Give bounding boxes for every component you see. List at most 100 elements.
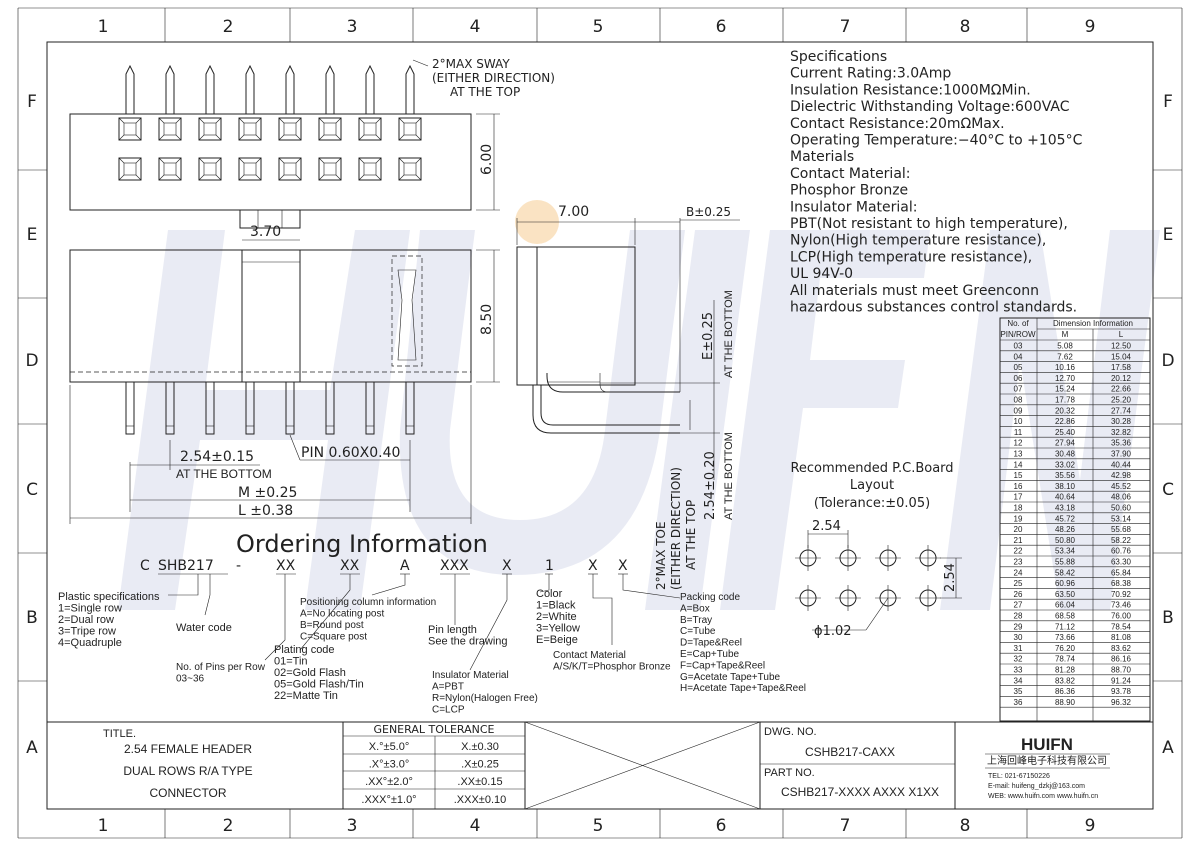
watermark <box>118 200 1160 610</box>
table-cell-l: 88.70 <box>1111 666 1132 675</box>
table-cell-pins: 30 <box>1014 633 1023 642</box>
dim-b: B±0.25 <box>686 205 731 219</box>
ordering-color-line: 2=White <box>536 611 577 623</box>
table-header-m: M <box>1062 330 1069 339</box>
table-cell-m: 10.16 <box>1055 363 1076 372</box>
pcb-hole-mark <box>875 545 901 571</box>
toe-note-1: 2°MAX TOE <box>654 521 668 590</box>
dim-e: E±0.25 <box>701 312 716 360</box>
table-cell-m: 5.08 <box>1057 342 1073 351</box>
column-label-bottom-1: 1 <box>98 816 109 836</box>
table-cell-pins: 03 <box>1014 342 1023 351</box>
table-cell-l: 60.76 <box>1111 547 1132 556</box>
pcb-title-2: Layout <box>850 478 894 493</box>
table-cell-pins: 19 <box>1014 514 1023 523</box>
ordering-plastic-line: 2=Dual row <box>58 614 114 626</box>
row-label-right-D: D <box>1161 351 1174 371</box>
toe-note-3: AT THE TOP <box>684 500 698 570</box>
border-frame <box>17 7 1183 839</box>
tolerance-angle: X.°±5.0° <box>369 741 410 753</box>
table-cell-pins: 09 <box>1014 406 1023 415</box>
dim-pitch-side-note: AT THE BOTTOM <box>723 432 735 520</box>
ordering-plastic-line: 4=Quadruple <box>58 637 122 649</box>
pcb-title-1: Recommended P.C.Board <box>790 461 953 476</box>
table-header-pinrow: PIN/ROW <box>1000 330 1036 339</box>
pin-size: PIN 0.60X0.40 <box>301 445 400 461</box>
row-label-right-A: A <box>1162 738 1174 758</box>
bottom-pin <box>325 381 335 435</box>
table-cell-l: 25.20 <box>1111 396 1132 405</box>
table-cell-l: 86.16 <box>1111 655 1132 664</box>
tolerance-linear: .X±0.25 <box>461 759 499 771</box>
column-label-bottom-5: 5 <box>593 816 604 836</box>
bottom-pin <box>125 381 135 435</box>
spec-line: UL 94V-0 <box>790 266 853 282</box>
contact-web: WEB: www.huifn.com www.huifn.cn <box>988 793 1098 800</box>
top-pin <box>405 64 415 114</box>
pcb-hole-mark <box>835 545 861 571</box>
table-cell-l: 58.22 <box>1111 536 1132 545</box>
pitch-note: AT THE BOTTOM <box>176 467 272 481</box>
ordering-color-line: E=Beige <box>536 634 578 646</box>
table-cell-pins: 11 <box>1014 428 1023 437</box>
ordering-color-line: 1=Black <box>536 600 576 612</box>
table-cell-m: 88.90 <box>1055 698 1076 707</box>
bottom-pin <box>365 381 375 435</box>
table-cell-l: 91.24 <box>1111 676 1132 685</box>
ordering-packing-line: H=Acetate Tape+Tape&Reel <box>680 683 806 694</box>
table-cell-pins: 22 <box>1014 547 1023 556</box>
column-label-bottom-2: 2 <box>223 816 234 836</box>
table-cell-m: 35.56 <box>1055 471 1076 480</box>
column-label-5: 5 <box>593 17 604 37</box>
table-cell-l: 37.90 <box>1111 450 1132 459</box>
tolerance-row: .XX°±2.0°.XX±0.15 <box>365 776 503 788</box>
bottom-pin <box>165 381 175 435</box>
ordering-pins-line: 03~36 <box>176 674 205 685</box>
table-cell-pins: 14 <box>1014 460 1023 469</box>
code-contact: X <box>588 558 598 574</box>
column-label-7: 7 <box>840 17 851 37</box>
table-cell-m: 83.82 <box>1055 676 1076 685</box>
tolerance-linear: .XXX±0.10 <box>454 794 507 806</box>
row-label-right-F: F <box>1163 92 1173 112</box>
table-cell-m: 78.74 <box>1055 655 1076 664</box>
row-label-right-B: B <box>1162 608 1174 628</box>
tolerance-row: X.°±5.0°X.±0.30 <box>369 741 499 753</box>
top-pin <box>205 64 215 114</box>
title-line-2: DUAL ROWS R/A TYPE <box>123 764 252 778</box>
table-cell-pins: 24 <box>1014 568 1023 577</box>
tolerance-header: GENERAL TOLERANCE <box>373 723 494 736</box>
table-cell-pins: 32 <box>1014 655 1023 664</box>
dim-m: M ±0.25 <box>238 485 297 501</box>
table-cell-m: 48.26 <box>1055 525 1076 534</box>
table-cell-m: 38.10 <box>1055 482 1076 491</box>
company-name: 上海回峰电子科技有限公司 <box>987 754 1107 767</box>
toe-note-2: (EITHER DIRECTION) <box>669 467 683 590</box>
column-label-bottom-7: 7 <box>840 816 851 836</box>
ordering-plating-line: 01=Tin <box>274 656 308 668</box>
table-cell-m: 66.04 <box>1055 601 1076 610</box>
table-cell-pins: 08 <box>1014 396 1023 405</box>
table-cell-m: 53.34 <box>1055 547 1076 556</box>
table-cell-m: 45.72 <box>1055 514 1076 523</box>
code-plating: XX <box>340 558 360 574</box>
table-cell-m: 81.28 <box>1055 666 1076 675</box>
tolerance-row: .XXX°±1.0°.XXX±0.10 <box>361 794 506 806</box>
table-cell-m: 60.96 <box>1055 579 1076 588</box>
table-cell-pins: 17 <box>1014 493 1023 502</box>
table-cell-m: 15.24 <box>1055 385 1076 394</box>
spec-line: Insulator Material: <box>790 199 918 215</box>
